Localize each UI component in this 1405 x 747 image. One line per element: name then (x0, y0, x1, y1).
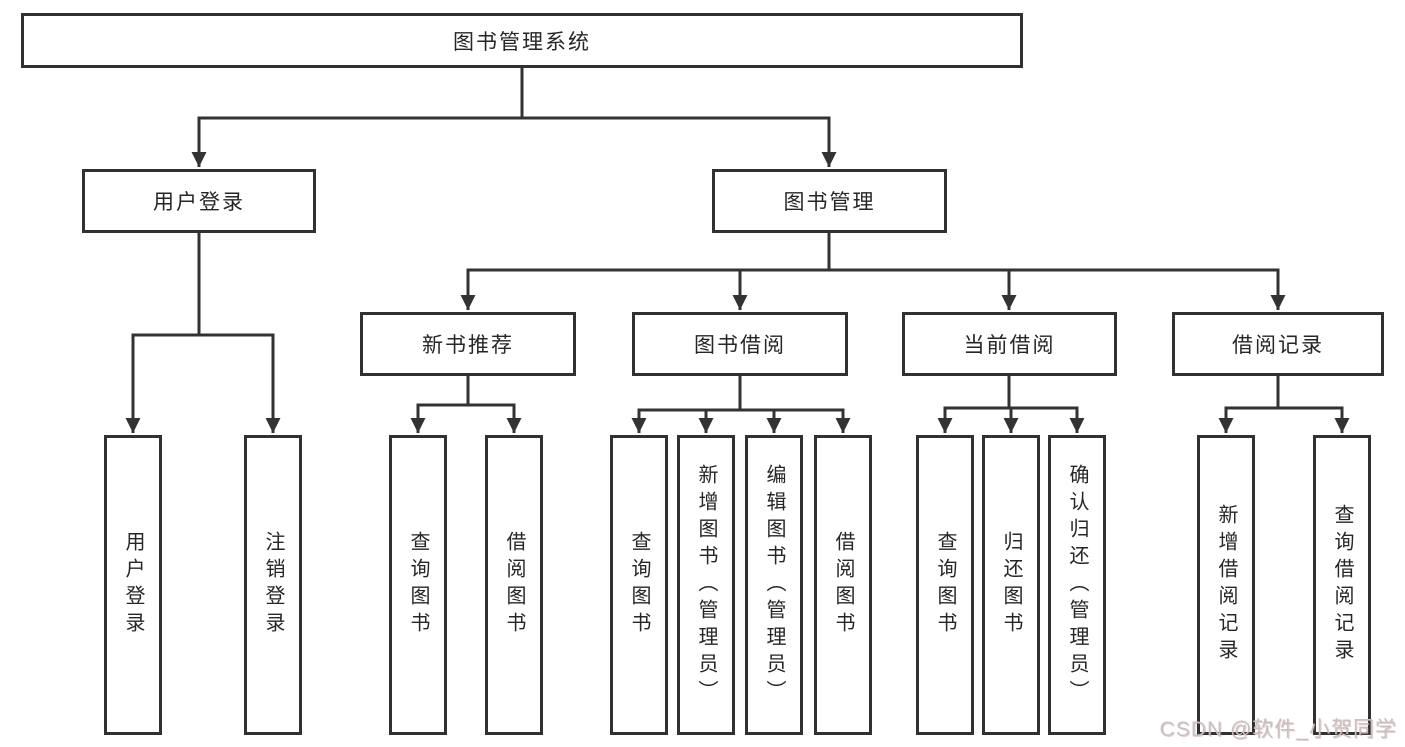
leaf-label: 查询图书 (934, 531, 956, 639)
node-label: 图书管理系统 (453, 30, 591, 54)
node-label: 用户登录 (153, 191, 245, 214)
node-label: 新书推荐 (422, 334, 514, 357)
leaf-query-books-1: 查询图书 (389, 435, 447, 735)
leaf-label: 确认归还（管理员） (1066, 463, 1088, 707)
leaf-add-borrow-record: 新增借阅记录 (1197, 435, 1255, 735)
node-user-login: 用户登录 (82, 169, 316, 233)
leaf-label: 注销登录 (262, 531, 284, 639)
leaf-user-login: 用户登录 (104, 435, 162, 735)
leaf-label: 借阅图书 (503, 531, 525, 639)
leaf-confirm-return-admin: 确认归还（管理员） (1048, 435, 1106, 735)
leaf-borrow-books-2: 借阅图书 (814, 435, 872, 735)
node-label: 当前借阅 (963, 334, 1056, 357)
leaf-label: 查询图书 (407, 531, 429, 639)
leaf-logout: 注销登录 (244, 435, 302, 735)
node-borrowing-records: 借阅记录 (1172, 312, 1384, 376)
leaf-label: 新增借阅记录 (1215, 504, 1237, 666)
leaf-return-books: 归还图书 (982, 435, 1040, 735)
leaf-label: 查询图书 (628, 531, 650, 639)
leaf-add-books-admin: 新增图书（管理员） (677, 435, 735, 735)
csdn-watermark: CSDN @软件_小贺同学 (1159, 718, 1397, 741)
leaf-label: 新增图书（管理员） (695, 463, 717, 707)
leaf-label: 归还图书 (1000, 531, 1022, 639)
node-label: 图书借阅 (694, 334, 786, 357)
node-book-borrowing: 图书借阅 (632, 312, 848, 376)
leaf-borrow-books-1: 借阅图书 (485, 435, 543, 735)
node-label: 借阅记录 (1232, 334, 1324, 357)
leaf-query-borrow-record: 查询借阅记录 (1313, 435, 1371, 735)
leaf-query-books-3: 查询图书 (916, 435, 974, 735)
leaf-label: 编辑图书（管理员） (763, 463, 785, 707)
leaf-edit-books-admin: 编辑图书（管理员） (745, 435, 803, 735)
leaf-label: 借阅图书 (832, 531, 854, 639)
leaf-label: 用户登录 (122, 531, 144, 639)
connector-lines (125, 68, 1350, 433)
node-new-book-recommend: 新书推荐 (360, 312, 576, 376)
node-label: 图书管理 (783, 191, 876, 214)
node-current-borrowing: 当前借阅 (902, 312, 1117, 376)
node-library-system: 图书管理系统 (21, 13, 1023, 68)
leaf-query-books-2: 查询图书 (610, 435, 668, 735)
leaf-label: 查询借阅记录 (1331, 504, 1353, 666)
node-book-management: 图书管理 (712, 169, 947, 233)
